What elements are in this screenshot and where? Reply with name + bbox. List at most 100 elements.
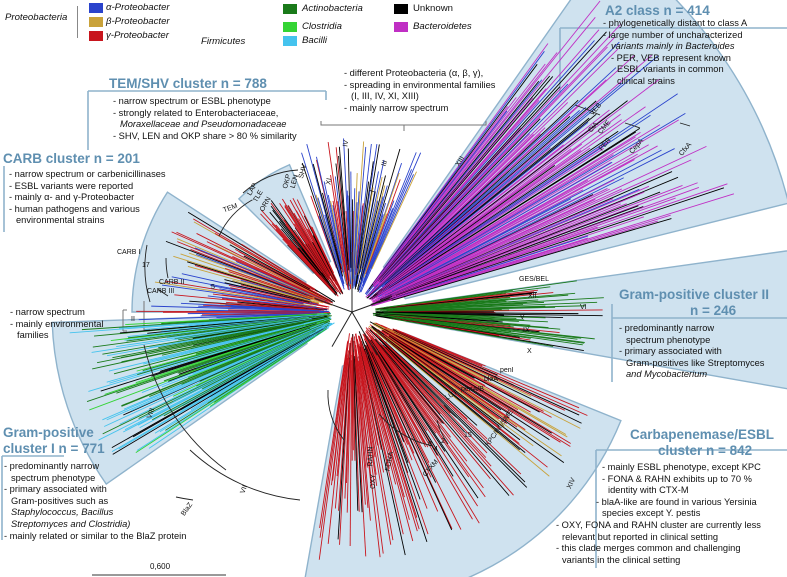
- tree-branch: [360, 334, 428, 509]
- legend-swatch-bacilli: [283, 36, 297, 46]
- tree-branch: [164, 280, 304, 305]
- gram-positive-cluster-2-description: - predominantly narrow spectrum phenotyp…: [619, 323, 765, 380]
- tree-branch: [322, 192, 342, 270]
- tree-branch: [391, 340, 500, 420]
- clade-label-ix: IX: [523, 327, 530, 334]
- tree-branch: [354, 143, 372, 288]
- proteobacteria-families-description: - different Proteobacteria (α, β, γ), - …: [344, 68, 496, 113]
- tree-branch: [353, 146, 367, 286]
- clade-label-carb3: CARB III: [147, 288, 175, 295]
- tree-branch: [125, 312, 327, 326]
- tree-branch: [357, 143, 378, 274]
- tree-branch: [378, 325, 581, 429]
- tree-branch: [318, 215, 345, 290]
- tree-branch: [190, 249, 327, 303]
- tree-branch: [381, 330, 561, 443]
- tree-branch: [383, 114, 651, 292]
- tree-branch: [241, 243, 316, 290]
- tree-branch: [357, 175, 386, 290]
- tree-branch: [106, 329, 311, 421]
- tree-branch: [361, 214, 384, 280]
- tree-branch: [294, 229, 329, 279]
- tree-branch: [207, 295, 328, 310]
- tree-branch: [111, 335, 311, 449]
- tree-branch: [369, 324, 518, 428]
- tree-branch: [346, 337, 352, 513]
- tree-branch: [335, 147, 350, 282]
- legend-swatch-actinobacteria: [283, 4, 297, 14]
- tree-branch: [352, 334, 359, 511]
- tree-branch: [386, 337, 534, 447]
- tree-branch: [225, 301, 306, 309]
- tree-branch: [289, 239, 326, 282]
- legend-label-beta: β-Proteobacter: [106, 16, 170, 27]
- tree-branch: [379, 86, 561, 283]
- tree-branch: [376, 147, 605, 297]
- tree-branch: [154, 281, 315, 307]
- tree-branch: [375, 343, 468, 462]
- tree-branch: [352, 352, 356, 461]
- tree-branch: [353, 336, 368, 468]
- tree-branch: [365, 213, 387, 272]
- tree-branch: [335, 163, 350, 287]
- tree-branch: [355, 333, 376, 458]
- tree-branch: [357, 360, 384, 554]
- tree-branch: [172, 330, 313, 397]
- legend-swatch-bacteroidetes: [394, 22, 408, 32]
- tree-branch: [382, 159, 692, 299]
- tree-branch: [362, 200, 395, 283]
- tree-branch: [120, 318, 315, 359]
- tree-branch: [379, 99, 540, 281]
- tree-branch: [359, 336, 420, 530]
- tree-branch: [384, 82, 623, 285]
- tree-branch: [388, 340, 500, 427]
- tree-branch: [375, 333, 478, 426]
- tree-branch: [381, 159, 635, 297]
- tree-branch: [214, 233, 314, 291]
- tree-branch: [319, 341, 348, 528]
- tree-branch: [367, 356, 421, 500]
- tree-branch: [228, 271, 313, 300]
- tree-branch: [381, 185, 650, 300]
- tree-branch: [357, 335, 414, 542]
- tree-branch: [382, 344, 466, 433]
- tree-branch: [349, 360, 353, 547]
- tree-branch: [386, 179, 615, 296]
- tree-branch: [388, 112, 686, 291]
- tree-branch: [362, 346, 418, 532]
- tree-branch: [330, 174, 349, 290]
- tree-branch: [377, 76, 554, 282]
- a2-cluster-title: A2 class n = 414: [605, 3, 710, 18]
- tree-branch: [392, 235, 589, 300]
- tree-branch: [361, 176, 383, 270]
- tree-branch: [165, 240, 313, 298]
- tree-branch: [323, 181, 346, 282]
- tree-branch: [330, 200, 348, 285]
- tree-branch: [382, 329, 519, 411]
- tree-branch: [219, 288, 304, 304]
- tree-branch: [380, 119, 679, 296]
- carb-cluster-title: CARB cluster n = 201: [3, 151, 140, 166]
- tree-branch: [293, 212, 335, 282]
- tree-branch: [370, 339, 479, 499]
- tree-branch: [196, 233, 332, 302]
- tree-branch: [373, 314, 585, 344]
- tree-branch: [332, 205, 346, 273]
- tree-branch: [347, 195, 351, 269]
- tree-trunk: [351, 297, 390, 313]
- tree-branch: [121, 318, 321, 363]
- legend-group-firmicutes: Firmicutes: [201, 36, 246, 47]
- tree-branch: [339, 357, 351, 545]
- tree-branch: [388, 299, 539, 311]
- tree-branch: [380, 344, 514, 496]
- tree-branch: [361, 341, 428, 543]
- tree-branch: [369, 329, 528, 488]
- tree-branch: [371, 171, 417, 270]
- clade-label-17: 17: [142, 262, 150, 269]
- tree-branch: [365, 24, 621, 298]
- tree-branch: [138, 313, 311, 321]
- tree-branch: [378, 110, 580, 289]
- tree-branch: [360, 196, 384, 280]
- tree-branch: [384, 328, 544, 412]
- tree-branch: [194, 247, 310, 295]
